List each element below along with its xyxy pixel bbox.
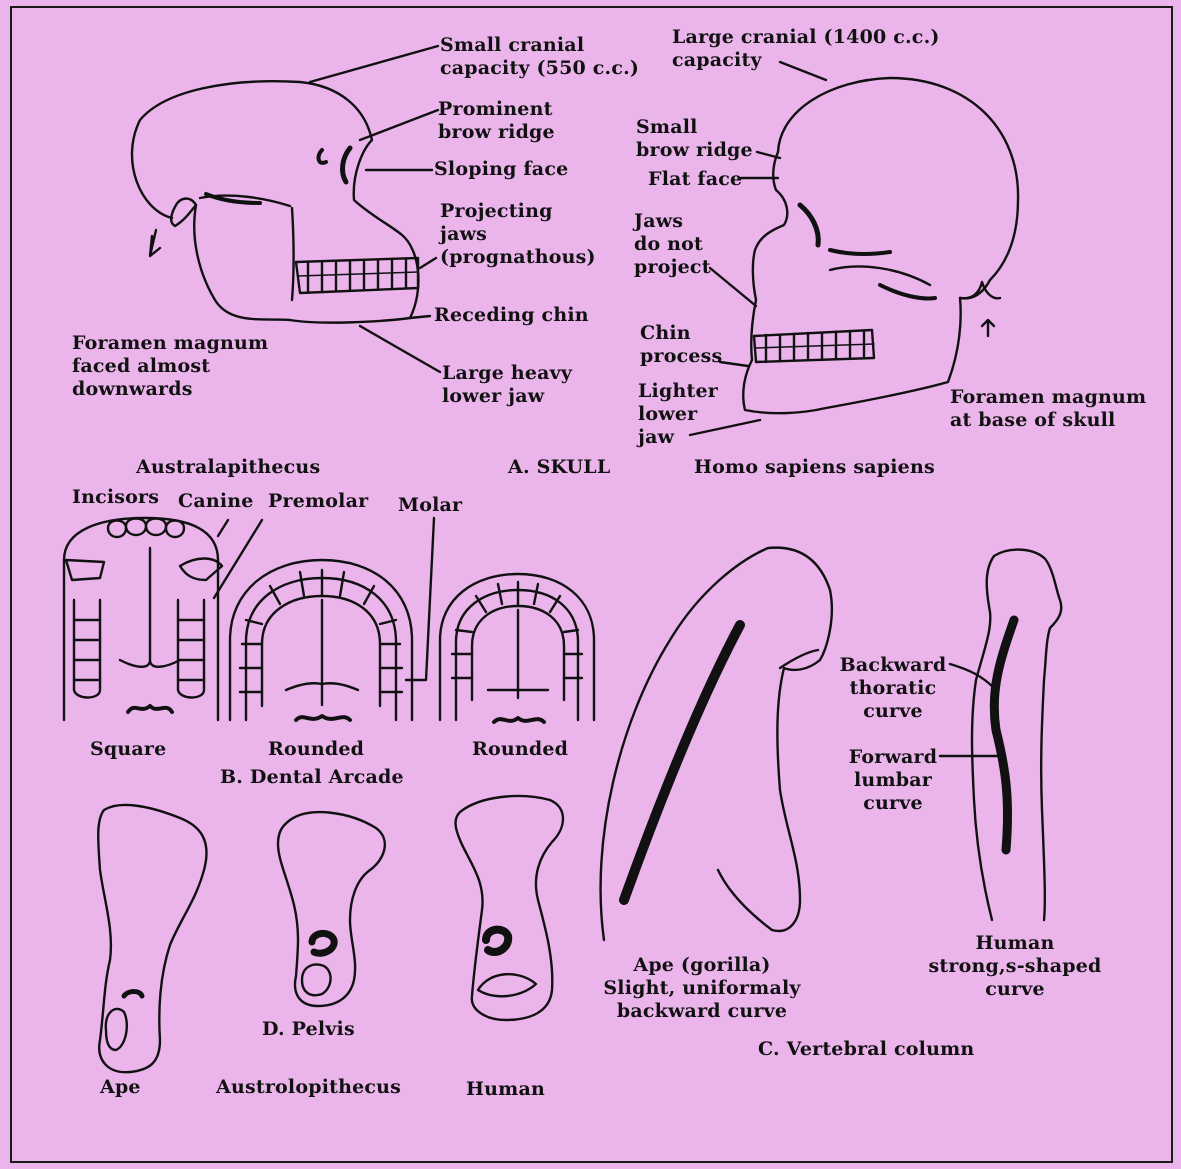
dental-shape-square: Square (90, 738, 166, 761)
canine-label: Canine (178, 490, 254, 513)
human-foramen-label: Foramen magnum at base of skull (950, 386, 1146, 432)
ape-cranial-label: Small cranial capacity (550 c.c.) (440, 34, 639, 80)
pelvis-name-austrolopithecus: Austrolopithecus (216, 1076, 401, 1099)
ape-skull-drawing (132, 46, 440, 372)
human-spine-outline (940, 550, 1061, 920)
human-face-label: Flat face (648, 168, 742, 191)
ape-vertebral-caption: Ape (gorilla) Slight, uniformaly backwar… (592, 954, 812, 1023)
ape-jaws-label: Projecting jaws (prognathous) (440, 200, 596, 269)
human-lower-jaw-label: Lighter lower jaw (638, 380, 718, 449)
human-chin-label: Chin process (640, 322, 722, 368)
ape-skull-name: Australapithecus (136, 456, 320, 479)
skull-section-title: A. SKULL (508, 456, 610, 479)
molar-label: Molar (398, 494, 462, 517)
pelvis-ape (98, 805, 206, 1072)
human-skull-name: Homo sapiens sapiens (694, 456, 935, 479)
ape-lower-jaw-label: Large heavy lower jaw (442, 362, 572, 408)
forward-curve-label: Forward lumbar curve (838, 746, 948, 815)
dental-arcade-rounded-1 (230, 560, 412, 720)
human-brow-label: Small brow ridge (636, 116, 753, 162)
dental-shape-rounded-2: Rounded (472, 738, 568, 761)
pelvis-austrolopithecus (278, 812, 385, 1006)
dental-arcade-square (64, 518, 222, 720)
vertebral-section-title: C. Vertebral column (758, 1038, 974, 1061)
backward-curve-label: Backward thoratic curve (838, 654, 948, 723)
ape-brow-label: Prominent brow ridge (438, 98, 555, 144)
pelvis-section-title: D. Pelvis (262, 1018, 355, 1041)
incisors-label: Incisors (72, 486, 159, 509)
ape-chin-label: Receding chin (434, 304, 589, 327)
dental-arcade-rounded-2 (440, 574, 594, 722)
ape-face-label: Sloping face (434, 158, 568, 181)
pelvis-human (456, 796, 564, 1020)
pelvis-name-ape: Ape (100, 1076, 141, 1099)
ape-foramen-label: Foramen magnum faced almost downwards (72, 332, 268, 401)
premolar-label: Premolar (268, 490, 368, 513)
pelvis-name-human: Human (466, 1078, 545, 1101)
human-jaws-label: Jaws do not project (634, 210, 711, 279)
dental-shape-rounded-1: Rounded (268, 738, 364, 761)
dental-section-title: B. Dental Arcade (220, 766, 404, 789)
gorilla-outline (601, 548, 832, 940)
human-cranial-label: Large cranial (1400 c.c.) capacity (672, 26, 940, 72)
human-vertebral-caption: Human strong,s-shaped curve (910, 932, 1120, 1001)
